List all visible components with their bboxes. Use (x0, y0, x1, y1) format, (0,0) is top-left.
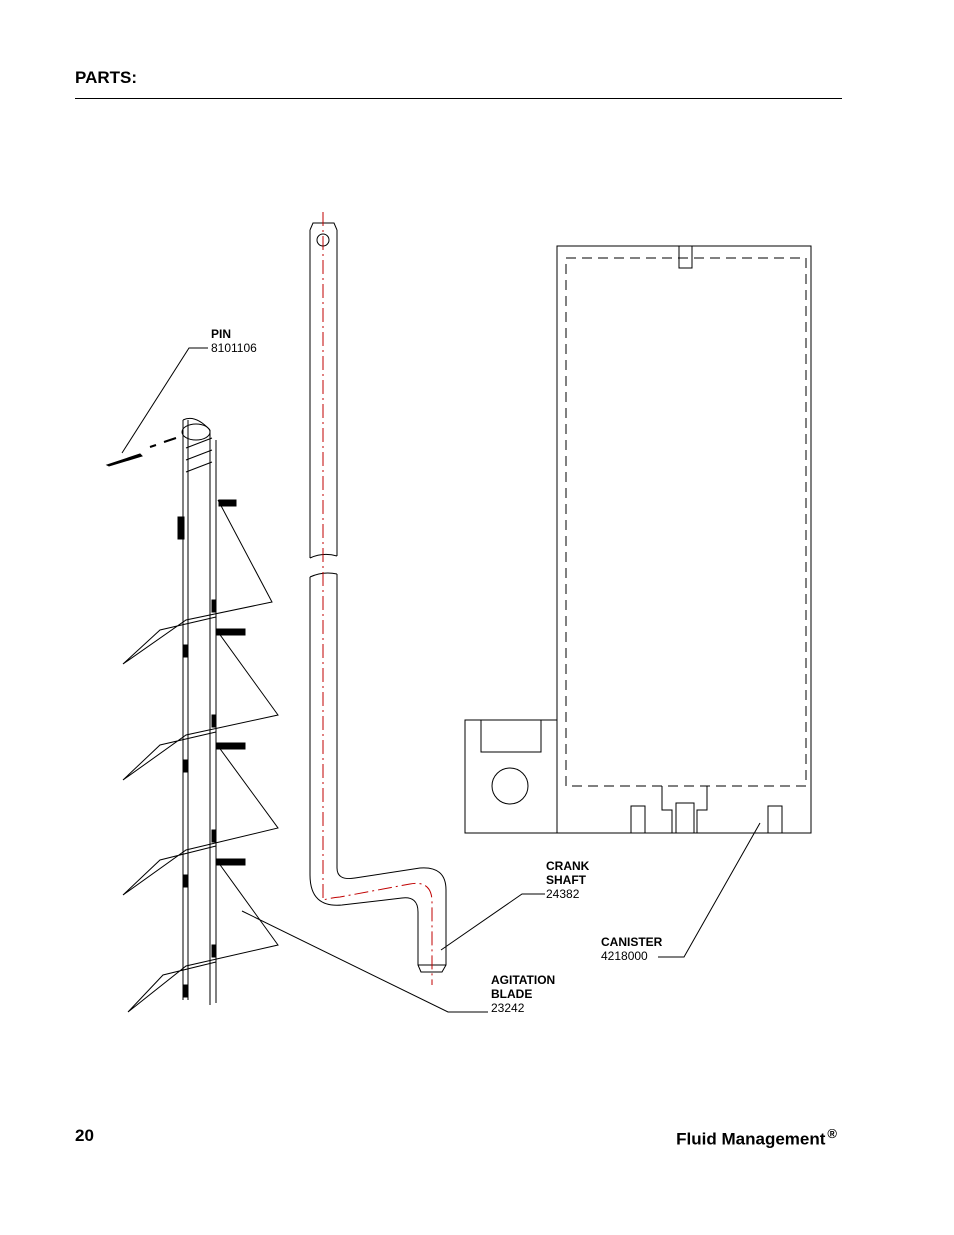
brand-name: Fluid Management (676, 1129, 826, 1149)
pin-label: PIN (211, 327, 232, 341)
crank-shaft-leader (440, 893, 545, 951)
crank-shaft-drawing (309, 212, 447, 985)
pin-drawing (105, 437, 177, 467)
canister-leader (658, 822, 761, 958)
agitation-blade-label-line1: AGITATION (491, 973, 556, 987)
footer-brand: Fluid Management® (676, 1126, 837, 1150)
crank-shaft-label-line2: SHAFT (546, 873, 586, 887)
agitation-blade-leader (241, 910, 488, 1013)
crank-shaft-label-line1: CRANK (546, 859, 590, 873)
canister-drawing (464, 245, 812, 834)
pin-part-number: 8101106 (211, 341, 257, 355)
crank-shaft-part-number: 24382 (546, 887, 580, 901)
registered-mark: ® (827, 1126, 837, 1141)
agitation-blade-callout: AGITATION BLADE 23242 (491, 973, 555, 1015)
page-title: PARTS: (75, 68, 138, 87)
crank-shaft-callout: CRANK SHAFT 24382 (546, 859, 589, 901)
agitation-blade-drawing (122, 417, 279, 1013)
agitation-blade-part-number: 23242 (491, 1001, 525, 1015)
pin-leader (121, 347, 208, 454)
canister-part-number: 4218000 (601, 949, 648, 963)
header-rule (75, 98, 842, 99)
canister-callout: CANISTER 4218000 (601, 935, 662, 963)
canister-label: CANISTER (601, 935, 663, 949)
agitation-blade-label-line2: BLADE (491, 987, 533, 1001)
page-number: 20 (75, 1126, 94, 1145)
pin-callout: PIN 8101106 (211, 327, 257, 355)
